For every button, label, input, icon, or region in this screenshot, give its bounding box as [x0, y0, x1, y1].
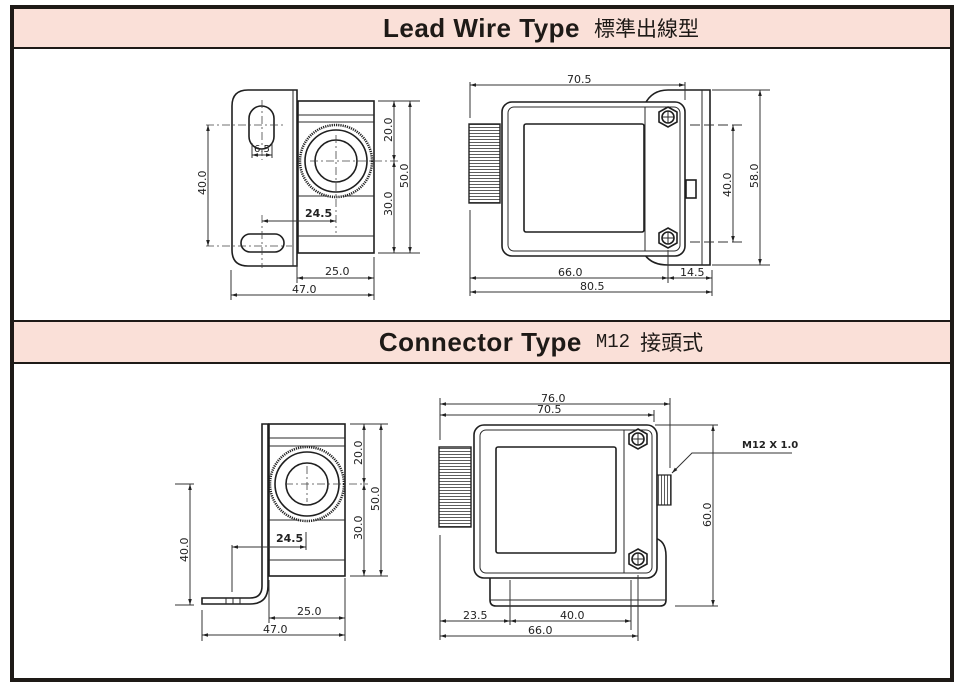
dim-hole-spacing: 40.0 — [560, 609, 585, 622]
mounting-slot-lower — [240, 233, 285, 253]
dim-slot-width: 6.5 — [254, 144, 270, 155]
dim-center-offset: 24.5 — [276, 532, 303, 545]
dim-body-width: 66.0 — [528, 624, 553, 637]
dim-top-width: 70.5 — [537, 403, 562, 416]
dim-slot-spacing: 40.0 — [196, 171, 209, 196]
dim-total-height: 58.0 — [748, 164, 761, 189]
connector-front-view: 76.0 70.5 60.0 M12 X 1.0 23.5 40.0 66.0 — [438, 392, 798, 641]
dim-bolt-spacing: 40.0 — [721, 173, 734, 198]
dim-upper-height: 20.0 — [352, 441, 365, 466]
section-subtitle-cjk: 標準出線型 — [594, 17, 699, 41]
section-header-lead-wire: Lead Wire Type 標準出線型 — [14, 9, 950, 49]
section-subtitle-code: M12 — [595, 331, 631, 353]
section-title: Lead Wire Type — [383, 12, 580, 43]
mounting-slot-upper — [248, 105, 275, 150]
dim-top-width: 70.5 — [567, 73, 592, 86]
dim-total-width: 80.5 — [580, 280, 605, 293]
bolt-icon-lower — [658, 227, 678, 249]
bolt-icon-upper — [628, 428, 648, 450]
dim-total-depth: 47.0 — [263, 623, 288, 636]
dim-overall-width: 76.0 — [541, 392, 566, 405]
dim-total-height: 50.0 — [398, 164, 411, 189]
dim-body-width: 66.0 — [558, 266, 583, 279]
dim-body-depth: 25.0 — [325, 265, 350, 278]
section-subtitle-cjk: 接頭式 — [640, 331, 704, 355]
dim-total-height: 50.0 — [369, 487, 382, 512]
lead-wire-front-view: 70.5 40.0 58.0 66.0 14.5 80.5 — [468, 73, 770, 296]
dim-upper-height: 20.0 — [382, 118, 395, 143]
dim-center-offset: 24.5 — [305, 207, 332, 220]
thread-spec-label: M12 X 1.0 — [742, 440, 798, 451]
dim-total-height: 60.0 — [701, 503, 714, 528]
dim-lower-height: 30.0 — [382, 192, 395, 217]
section-title: Connector Type — [378, 326, 582, 357]
dim-hole-height: 40.0 — [178, 538, 191, 563]
lead-wire-side-view: 6.5 40.0 24.5 20.0 30.0 50.0 25.0 47.0 — [196, 89, 420, 300]
connector-side-view: 40.0 24.5 20.0 30.0 50.0 25.0 47.0 — [175, 423, 388, 641]
section-header-connector: Connector Type M12 接頭式 — [14, 320, 950, 364]
m12-connector — [656, 474, 672, 506]
bolt-icon-lower — [628, 548, 648, 570]
dim-bracket-width: 14.5 — [680, 266, 705, 279]
dim-body-depth: 25.0 — [297, 605, 322, 618]
dim-total-depth: 47.0 — [292, 283, 317, 296]
dim-lower-height: 30.0 — [352, 516, 365, 541]
dim-left-offset: 23.5 — [463, 609, 488, 622]
bolt-icon-upper — [658, 106, 678, 128]
